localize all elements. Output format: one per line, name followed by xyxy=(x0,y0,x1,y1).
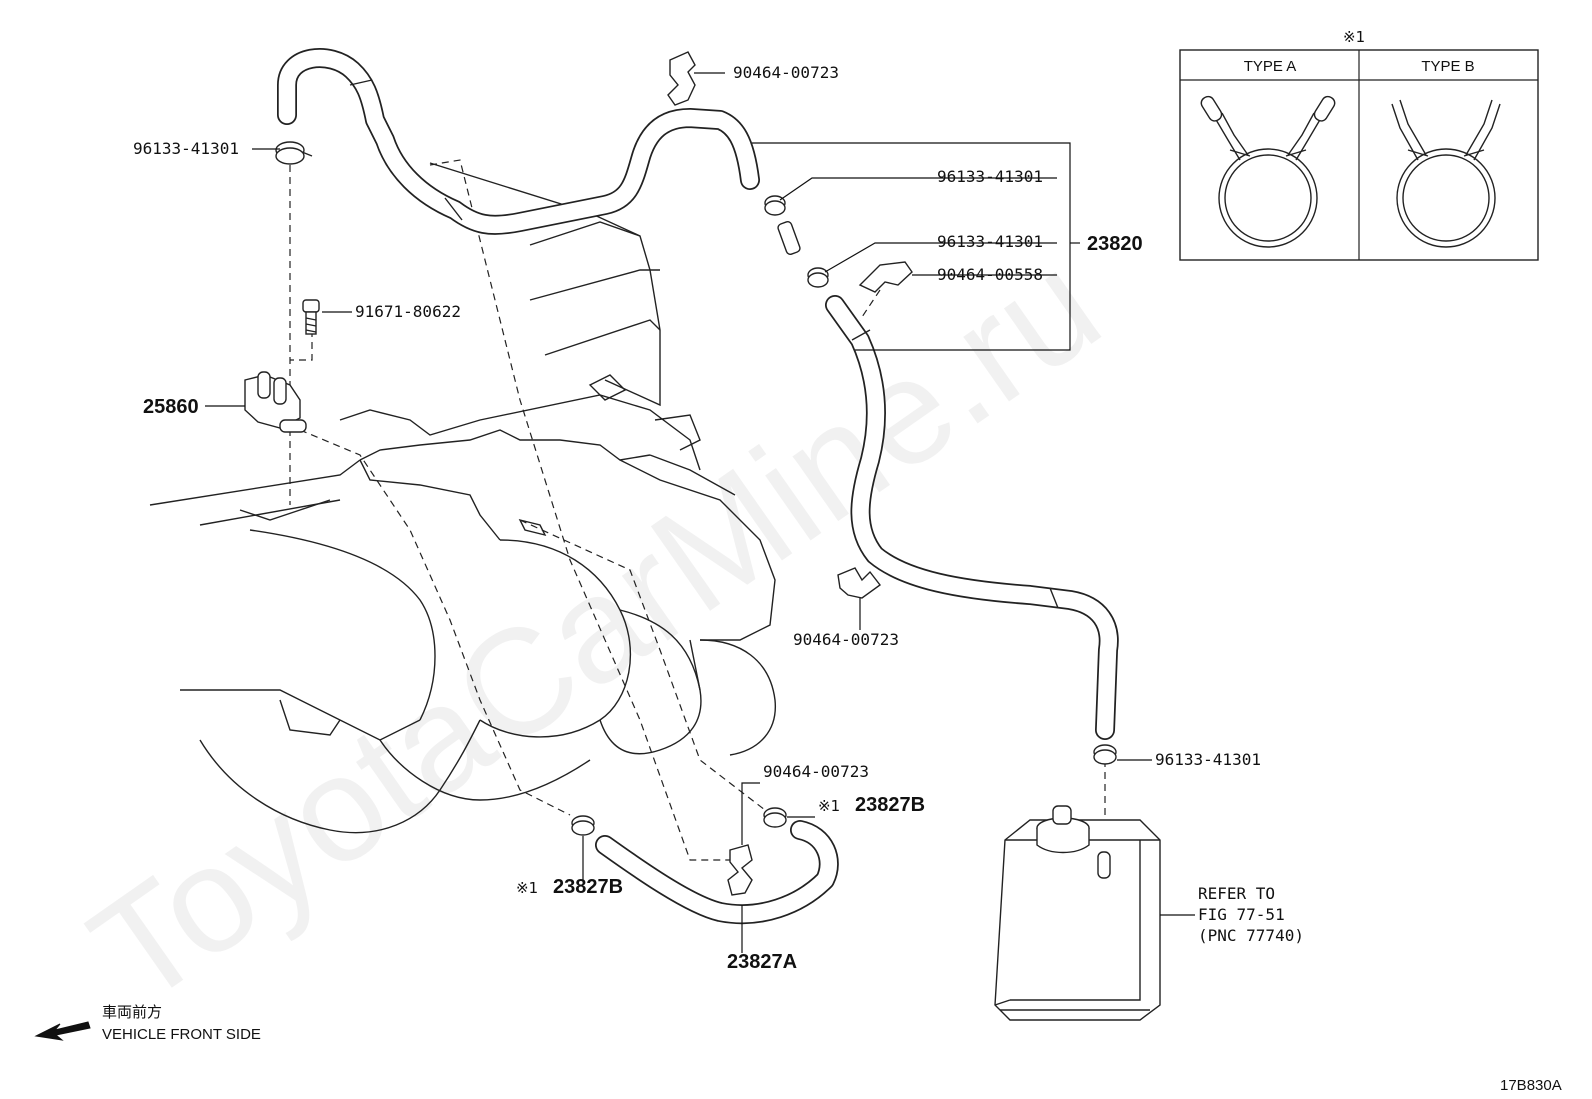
connector-pipe xyxy=(777,220,801,256)
clip-top xyxy=(667,51,696,106)
inset-type-a: TYPE A xyxy=(1244,58,1297,75)
assembly-bracket xyxy=(752,142,1080,351)
leader-lines xyxy=(205,72,1195,953)
inset-note: ※1 xyxy=(1343,28,1365,46)
clamp-top-left xyxy=(275,141,313,165)
callout-hose-b-right: 23827B xyxy=(855,794,925,816)
clamp-hose-right xyxy=(763,807,787,828)
clamp-hose-left xyxy=(571,815,595,836)
watermark: ToyotaCarMine.ru xyxy=(62,220,1128,1037)
callout-clip-top: 90464-00723 xyxy=(733,63,839,82)
clamp-type-b-icon xyxy=(1391,99,1501,248)
clamp-type-a-icon xyxy=(1200,95,1336,248)
callout-clamp-canister: 96133-41301 xyxy=(1155,750,1261,769)
clip-lower xyxy=(727,844,753,896)
vsv-valve xyxy=(244,371,307,433)
direction-en: VEHICLE FRONT SIDE xyxy=(102,1026,261,1043)
hose-23827a xyxy=(595,820,839,925)
figure-code: 17B830A xyxy=(1500,1077,1562,1094)
refer-line-2: FIG 77-51 xyxy=(1198,905,1285,924)
callout-clamp-right-1: 96133-41301 xyxy=(937,167,1043,186)
direction-jp: 車両前方 xyxy=(102,1003,162,1021)
clip-mid xyxy=(837,567,881,599)
front-direction-arrow-icon xyxy=(34,1021,91,1041)
clamp-right-2 xyxy=(807,267,829,288)
callout-clamp-right-2: 96133-41301 xyxy=(937,232,1043,251)
engine-outline xyxy=(149,162,776,834)
callout-clip-mid: 90464-00723 xyxy=(793,630,899,649)
inset-type-b: TYPE B xyxy=(1421,58,1474,75)
clamp-type-inset: ※1 TYPE A TYPE B xyxy=(1179,28,1539,261)
callout-bolt: 91671-80622 xyxy=(355,302,461,321)
callout-hose-b-left-mark: ※1 xyxy=(516,879,538,897)
callout-clamp-top-left: 96133-41301 xyxy=(133,139,239,158)
callout-assembly-23820: 23820 xyxy=(1087,233,1143,255)
callout-vsv: 25860 xyxy=(143,396,199,418)
callout-clip-right: 90464-00558 xyxy=(937,265,1043,284)
clamp-canister xyxy=(1093,744,1117,765)
callout-hose-b-left: 23827B xyxy=(553,876,623,898)
callout-clip-lower: 90464-00723 xyxy=(763,762,869,781)
clip-right xyxy=(858,261,913,293)
charcoal-canister xyxy=(994,805,1161,1021)
bolt xyxy=(302,299,320,335)
hose-upper xyxy=(277,48,760,235)
callout-hose-a: 23827A xyxy=(727,951,797,973)
routing-dashes xyxy=(289,159,1106,861)
hose-right xyxy=(825,295,1119,740)
refer-line-3: (PNC 77740) xyxy=(1198,926,1304,945)
refer-line-1: REFER TO xyxy=(1198,884,1275,903)
callout-hose-b-right-mark: ※1 xyxy=(818,797,840,815)
